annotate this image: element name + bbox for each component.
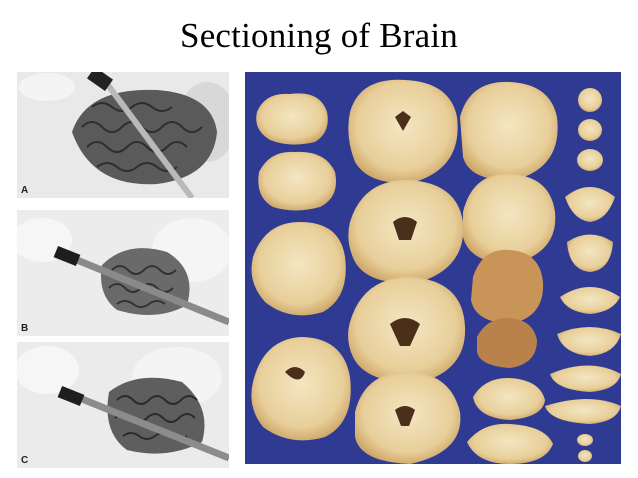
panel-label-a: A bbox=[21, 185, 29, 196]
brain-slices-illustration bbox=[245, 72, 621, 464]
brain-cut-photo-b bbox=[17, 210, 229, 336]
brain-slices-photo bbox=[245, 72, 621, 464]
panel-label-c: C bbox=[21, 455, 29, 466]
panel-label-b: B bbox=[21, 323, 29, 334]
slice-column-2 bbox=[348, 79, 466, 464]
photo-panel-a: A bbox=[17, 72, 229, 198]
photo-panel-b: B bbox=[17, 210, 229, 336]
slide-title: Sectioning of Brain bbox=[180, 16, 458, 55]
slice-column-3 bbox=[460, 81, 558, 464]
slice-column-4 bbox=[545, 88, 621, 462]
slice-column-1 bbox=[251, 93, 351, 441]
brain-cut-photo-c bbox=[17, 342, 229, 468]
photo-panel-c: C bbox=[17, 342, 229, 468]
brain-cut-photo-a bbox=[17, 72, 229, 198]
